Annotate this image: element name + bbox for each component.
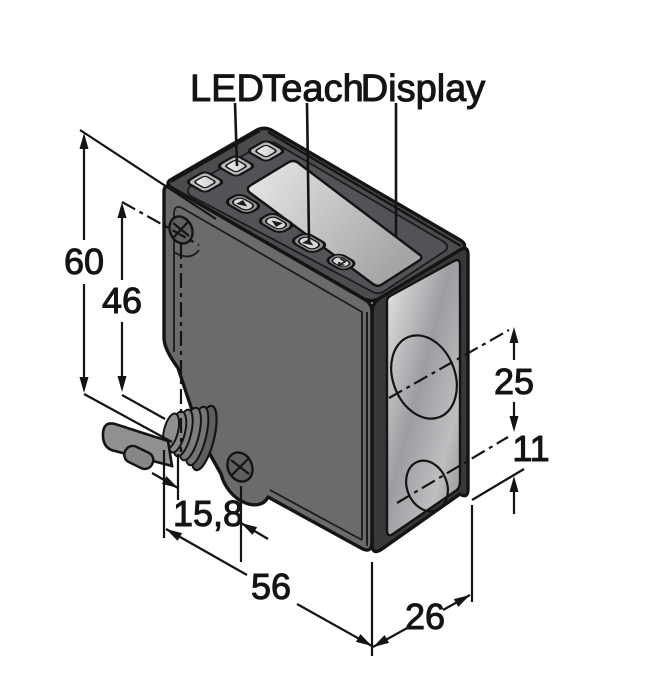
lower-mount-tab — [226, 451, 254, 483]
up-arrow-icon — [271, 220, 283, 227]
lens-large — [390, 334, 458, 420]
led-dome-button-1 — [186, 171, 224, 193]
optics — [385, 258, 462, 537]
return-icon — [338, 258, 347, 266]
teach-check-icon — [302, 239, 314, 246]
sensor-body — [101, 126, 470, 554]
dim-56-text: 56 — [251, 566, 291, 607]
down-arrow-icon — [236, 200, 248, 207]
dim-hole-height: 46 — [101, 201, 200, 420]
teach-enter-button — [291, 233, 327, 253]
dim-lens-bottom: 11 — [471, 428, 550, 514]
top-rim-highlight — [267, 130, 462, 248]
down-arrow-button — [225, 194, 261, 214]
dim-25-text: 25 — [494, 361, 534, 402]
up-arrow-button — [258, 213, 294, 233]
return-button — [326, 253, 356, 271]
dim-158-text: 15,8 — [173, 493, 243, 534]
front-inset-line — [173, 205, 363, 541]
cable — [101, 422, 174, 471]
led-leader-line — [233, 102, 239, 167]
teach-leader-line — [305, 102, 311, 242]
display-window — [246, 159, 423, 287]
cable-tube — [101, 422, 174, 468]
lens-window — [385, 258, 462, 537]
dim-body-depth: 26 — [372, 505, 474, 648]
dim-26-text: 26 — [405, 596, 445, 637]
phillips-cross-upper — [172, 221, 190, 238]
front-face — [162, 184, 374, 552]
led-label: LED — [190, 68, 264, 110]
phillips-cross-lower — [230, 458, 250, 476]
dim-60-text: 60 — [64, 241, 104, 282]
left-rim-highlight — [170, 130, 261, 183]
annotations: LED Teach Display 60 46 — [63, 68, 550, 656]
dim-hole-offset: 15,8 — [151, 454, 269, 562]
teach-label: Teach — [262, 68, 363, 110]
dim-body-length: 56 — [162, 450, 374, 656]
dim-total-height: 60 — [63, 129, 217, 443]
lens-small — [405, 459, 449, 513]
dim-11-text: 11 — [512, 428, 549, 469]
upper-mount-hole — [168, 215, 200, 258]
cable-gland — [161, 404, 218, 472]
led-dome-button-3 — [247, 140, 285, 162]
display-label: Display — [361, 68, 486, 110]
hole-boss-line — [173, 249, 200, 258]
cable-end — [123, 444, 155, 471]
membrane-buttons — [225, 194, 356, 271]
dim-46-text: 46 — [102, 280, 142, 321]
dim-lens-spacing: 25 — [388, 327, 535, 504]
